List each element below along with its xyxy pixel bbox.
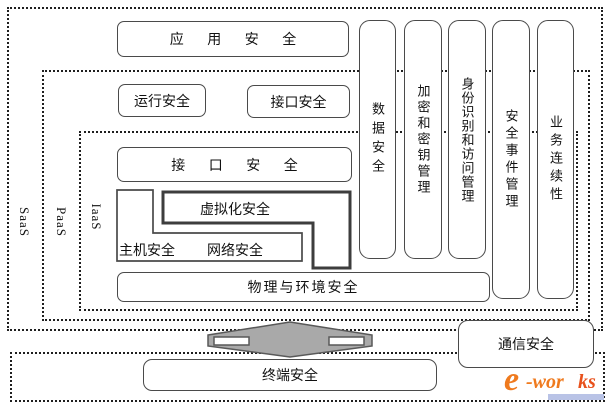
eworks-logo-e-glyph: e [504,361,520,398]
eworks-logo-text-suffix: ks [578,371,596,393]
communication-security-label: 通信安全 [498,338,554,353]
iaas-layer-label: IaaS [89,203,104,231]
runtime-security-box: 运行安全 [118,84,206,117]
paas-layer-label: PaaS [54,207,69,237]
interface-security-paas-label: 接口安全 [270,95,327,111]
security-event-management-label: 安全事件管理 [503,108,519,211]
business-continuity-label: 业务连续性 [548,114,563,205]
security-event-management-column: 安全事件管理 [492,20,530,299]
application-security-box: 应 用 安 全 [117,21,349,57]
paas-layer-frame [42,70,590,321]
saas-layer-label: SaaS [17,207,32,237]
physical-environment-security-box: 物理与环境安全 [117,272,490,302]
iaas-layer-frame [79,131,578,311]
physical-environment-security-label: 物理与环境安全 [247,281,360,296]
terminal-security-box: 终端安全 [143,359,437,391]
interface-security-iaas-box: 接 口 安 全 [117,147,352,182]
data-security-label: 数据安全 [370,101,385,178]
virtualization-security-label: 虚拟化安全 [200,203,270,218]
application-security-label: 应 用 安 全 [169,33,307,48]
interface-security-iaas-label: 接 口 安 全 [171,158,308,174]
eworks-logo: e -wor ks [504,361,610,403]
data-security-column: 数据安全 [359,20,396,259]
identity-access-management-column: 身份识别和访问管理 [448,20,486,259]
eworks-logo-underline [548,394,604,400]
eworks-logo-text: -wor [526,371,564,393]
terminal-security-label: 终端安全 [262,369,318,384]
interface-security-paas-box: 接口安全 [247,85,350,118]
encryption-key-management-column: 加密和密钥管理 [404,20,442,259]
communication-security-box: 通信安全 [458,320,594,368]
encryption-key-management-label: 加密和密钥管理 [415,83,431,196]
runtime-security-label: 运行安全 [134,94,190,110]
identity-access-management-label: 身份识别和访问管理 [459,76,475,203]
host-security-label: 主机安全 [119,244,175,259]
business-continuity-column: 业务连续性 [537,20,574,299]
network-security-label: 网络安全 [207,244,263,259]
